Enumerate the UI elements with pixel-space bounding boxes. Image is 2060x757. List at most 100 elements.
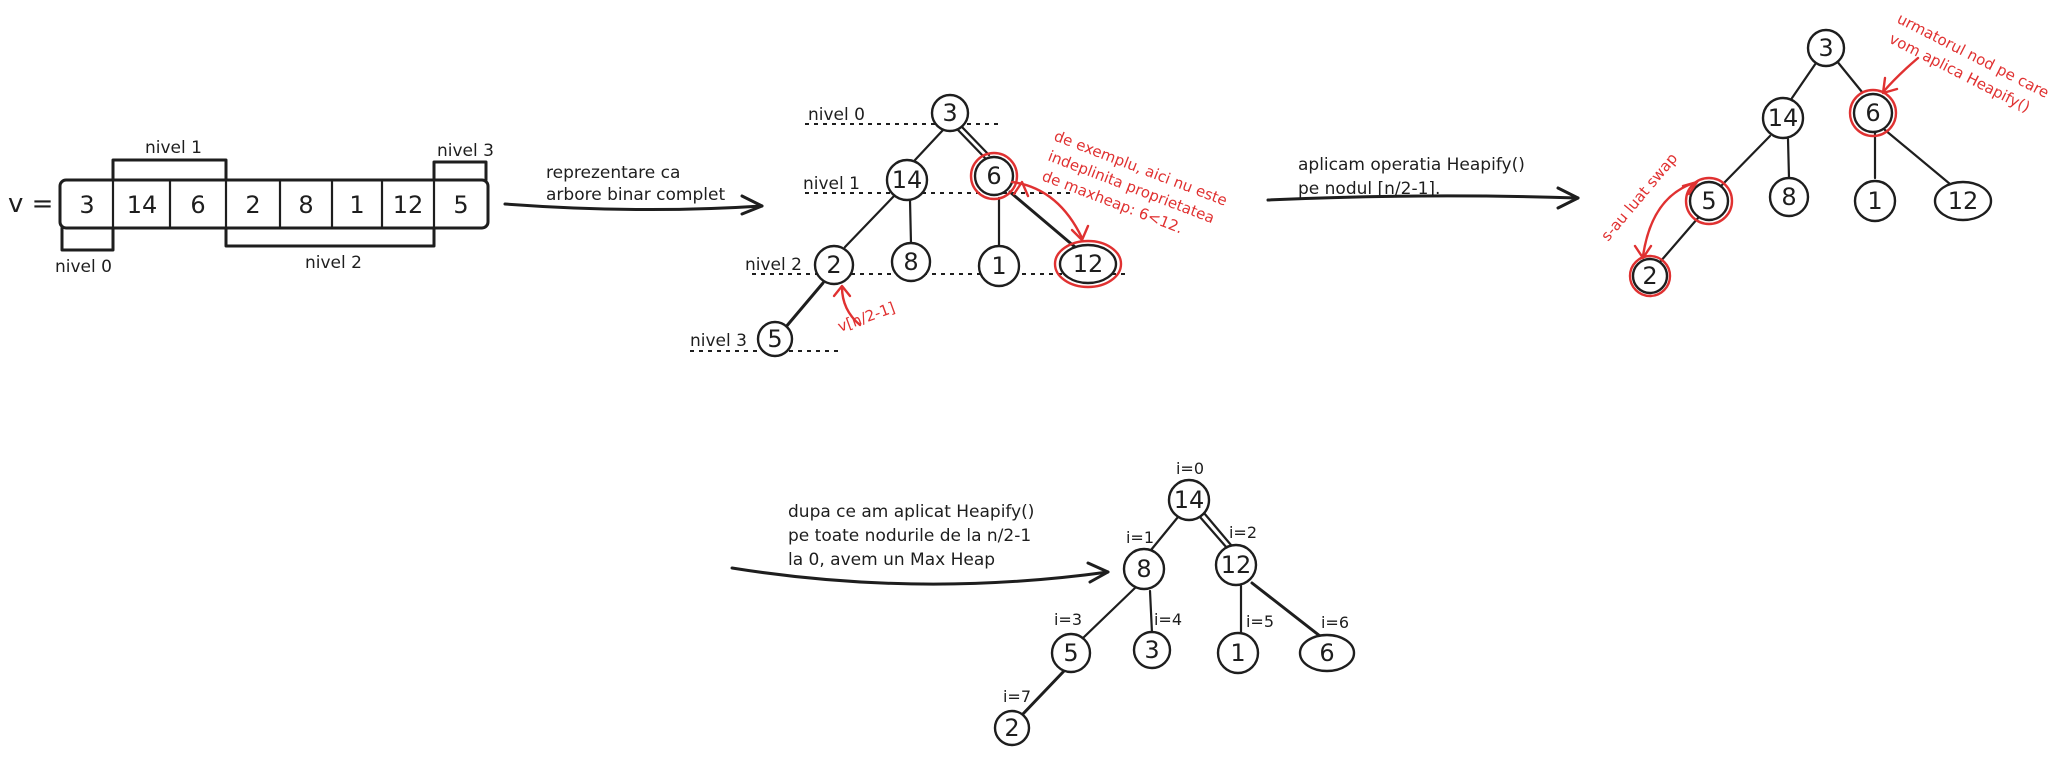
compare-arrow-head [1012, 180, 1030, 198]
node-value: 8 [1781, 183, 1796, 211]
bracket-level-0 [60, 226, 115, 252]
arrow-line [730, 566, 1110, 586]
node-index: i=0 [1176, 459, 1204, 478]
node-value: 5 [767, 325, 782, 353]
array-frame [58, 178, 490, 230]
array-cell: 5 [453, 191, 468, 219]
arrow-heapify: aplicam operatia Heapify() pe nodul [n/2… [1266, 155, 1580, 210]
tree-edge [1786, 137, 1791, 180]
arrow-caption: dupa ce am aplicat Heapify() [788, 502, 1034, 522]
node-index: i=5 [1246, 612, 1274, 631]
node-value: 6 [1865, 99, 1880, 127]
node-value: 3 [1144, 636, 1159, 664]
arrow-line [503, 202, 764, 212]
highlight-ring [1684, 176, 1734, 226]
tree-edge [908, 198, 913, 246]
node-value: 14 [1768, 104, 1799, 132]
node-index: i=3 [1054, 610, 1082, 629]
arrow-head [1086, 561, 1110, 584]
node-value: 3 [1818, 34, 1833, 62]
tree-node [1853, 179, 1897, 223]
arrow-head [740, 194, 764, 216]
array-cell: 2 [245, 191, 260, 219]
tree-edge [843, 194, 896, 249]
array-cell: 14 [127, 191, 158, 219]
tree-node [1761, 96, 1805, 140]
tree-node [1216, 631, 1260, 675]
array-cell: 6 [190, 191, 205, 219]
level-label: nivel 2 [305, 253, 362, 273]
tree-node [977, 244, 1021, 288]
node-value: 14 [892, 166, 923, 194]
tree-node [1050, 632, 1092, 674]
tree-edge [1148, 589, 1154, 635]
tree-node [1852, 92, 1894, 134]
node-value: 3 [942, 99, 957, 127]
tree-node [813, 244, 855, 286]
next-arrow [1882, 56, 1920, 93]
tree-edge [1658, 216, 1700, 264]
tree-node [1768, 176, 1810, 218]
node-value: 1 [1867, 187, 1882, 215]
highlight-ring [1053, 239, 1123, 289]
node-value: 2 [1004, 714, 1019, 742]
tree-edge [956, 128, 987, 160]
node-index: i=7 [1003, 687, 1031, 706]
tree-node [1806, 28, 1846, 68]
node-index: i=1 [1126, 528, 1154, 547]
highlight-ring [969, 151, 1019, 201]
bracket-level-1 [111, 158, 228, 182]
array-cell: 12 [393, 191, 424, 219]
tree-node [1122, 547, 1166, 591]
node-index: i=4 [1154, 610, 1182, 629]
node-value: 8 [903, 248, 918, 276]
node-value: 2 [826, 251, 841, 279]
array-cell: 3 [79, 191, 94, 219]
level-label: nivel 3 [690, 331, 747, 351]
node-value: 5 [1063, 639, 1078, 667]
tree-complete-binary: nivel 0 nivel 1 nivel 2 nivel 3 3 14 6 2… [690, 93, 1230, 358]
tree-node [885, 158, 929, 202]
swap-arrow-head [1681, 180, 1699, 196]
node-value: 2 [1642, 262, 1657, 290]
tree-edge [1883, 128, 1952, 186]
node-value: 1 [1230, 639, 1245, 667]
highlight-ring [1848, 88, 1898, 138]
tree-node [1132, 630, 1172, 670]
node-value: 6 [986, 162, 1001, 190]
compare-arrow-head [1070, 224, 1090, 242]
arrow-max-heap: dupa ce am aplicat Heapify() pe toate no… [730, 502, 1110, 586]
index-pointer-head [832, 284, 852, 298]
node-value: 5 [1701, 187, 1716, 215]
tree-max-heap: 14 8 12 5 3 1 6 2 i=0 i=1 i=2 i=3 i=4 i=… [993, 459, 1356, 747]
arrow-caption: pe toate nodurile de la n/2-1 [788, 526, 1031, 546]
node-value: 6 [1319, 639, 1334, 667]
tree-node [930, 93, 970, 133]
tree-edge [1081, 585, 1138, 640]
node-value: 12 [1221, 551, 1252, 579]
tree-edge [1008, 190, 1077, 249]
array-cell: 1 [349, 191, 364, 219]
level-label: nivel 2 [745, 255, 802, 275]
swap-arrow-head [1633, 244, 1653, 260]
tree-node [973, 155, 1015, 197]
tree-edge [1149, 515, 1180, 552]
index-pointer [840, 285, 862, 327]
tree-edge [1720, 134, 1772, 187]
node-value: 12 [1073, 250, 1104, 278]
node-value: 12 [1948, 187, 1979, 215]
tree-node [1058, 243, 1118, 285]
level-label: nivel 0 [808, 105, 865, 125]
arrow-line [1266, 194, 1580, 202]
tree-edge [1834, 58, 1864, 94]
node-value: 8 [1136, 555, 1151, 583]
node-index: i=2 [1229, 523, 1257, 542]
tree-edge [1019, 669, 1066, 718]
array-representation: v = 3 14 6 2 8 1 12 5 nivel 0 nivel 1 ni… [8, 138, 494, 277]
arrow-caption: arbore binar complet [546, 185, 725, 205]
tree-node [1167, 478, 1211, 522]
tree-edge [1790, 61, 1818, 100]
arrow-caption: la 0, avem un Max Heap [788, 550, 995, 570]
node-value: 1 [991, 252, 1006, 280]
arrow-to-tree: reprezentare ca arbore binar complet [503, 163, 764, 216]
